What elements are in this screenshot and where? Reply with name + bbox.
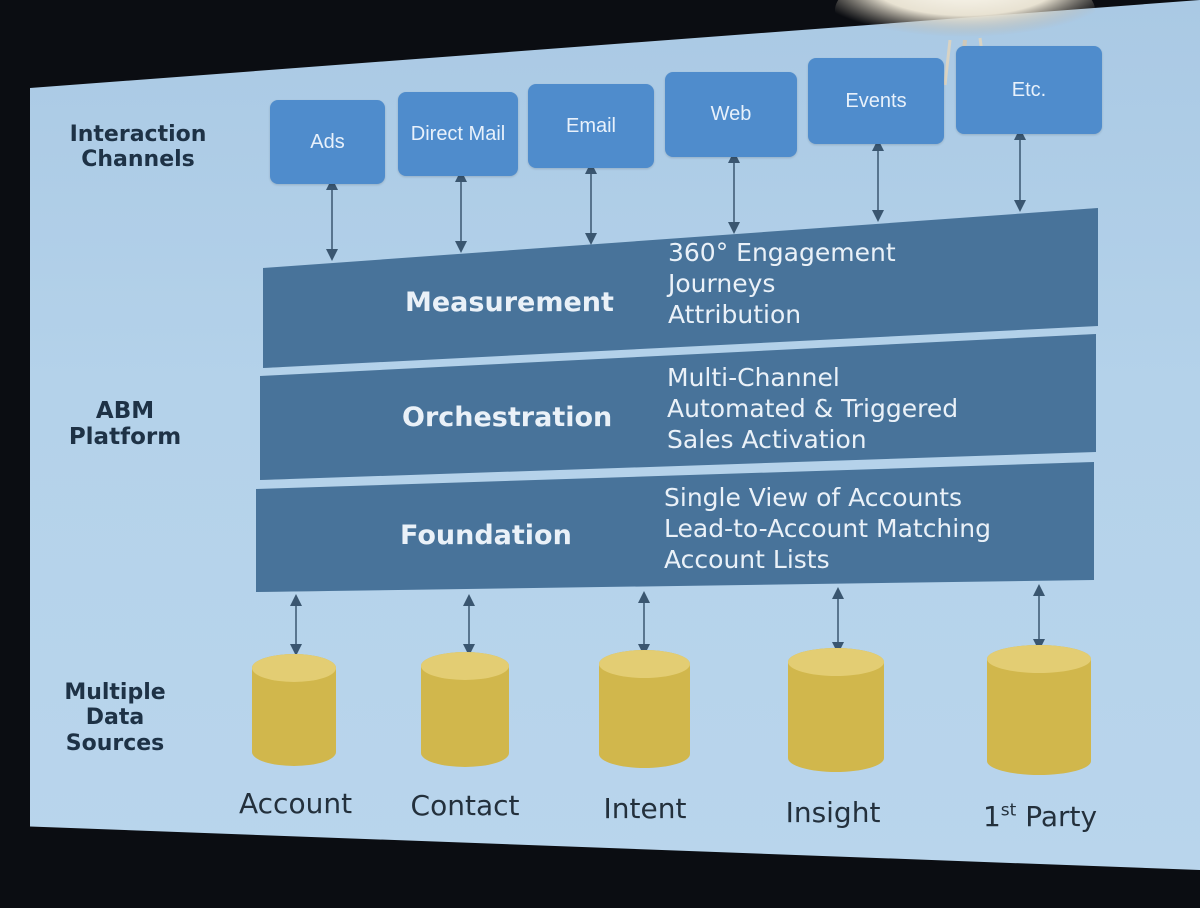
channel-direct-mail: Direct Mail: [398, 92, 518, 176]
label-interaction-channels: Interaction Channels: [69, 122, 207, 173]
layer-orchestration-title: Orchestration: [402, 402, 613, 433]
layer-orchestration-item: Multi-Channel: [667, 363, 840, 392]
channel-events: Events: [808, 58, 944, 144]
source-label-insight: Insight: [785, 796, 881, 829]
layer-measurement-item: Journeys: [668, 269, 776, 298]
database-intent-icon: [599, 650, 690, 768]
database-account-icon: [252, 654, 336, 766]
source-label-account: Account: [239, 787, 353, 820]
channel-etc: Etc.: [956, 46, 1102, 134]
database-contact-icon: [421, 652, 509, 767]
layer-measurement-title: Measurement: [405, 287, 614, 318]
source-label-contact: Contact: [410, 789, 520, 822]
database-insight-icon: [788, 648, 884, 772]
layer-measurement-items: 360° Engagement Journeys Attribution: [668, 237, 896, 330]
layer-measurement-item: Attribution: [668, 300, 802, 329]
layer-foundation-items: Single View of Accounts Lead-to-Account …: [664, 482, 991, 575]
source-label-1st-party-superscript: st: [1000, 800, 1017, 821]
channel-ads: Ads: [270, 100, 385, 184]
layer-foundation-item: Account Lists: [664, 545, 830, 574]
layer-measurement-item: 360° Engagement: [668, 238, 896, 267]
channel-web: Web: [665, 72, 797, 157]
layer-foundation-item: Single View of Accounts: [664, 483, 963, 512]
label-multiple-data-sources: Multiple Data Sources: [64, 680, 166, 756]
layer-foundation-title: Foundation: [400, 520, 572, 551]
source-label-1st-party-rest: Party: [1016, 800, 1098, 833]
source-label-1st-party: 1st Party: [970, 800, 1110, 833]
layer-orchestration-item: Sales Activation: [667, 425, 867, 454]
layer-foundation-item: Lead-to-Account Matching: [664, 514, 991, 543]
layer-orchestration-item: Automated & Triggered: [667, 394, 959, 423]
source-label-intent: Intent: [603, 792, 687, 825]
label-abm-platform: ABM Platform: [68, 398, 182, 451]
source-label-1st-party-base: 1: [982, 800, 1001, 833]
channel-email: Email: [528, 84, 654, 168]
layer-orchestration-items: Multi-Channel Automated & Triggered Sale…: [667, 362, 958, 455]
database-1st-party-icon: [987, 645, 1091, 775]
